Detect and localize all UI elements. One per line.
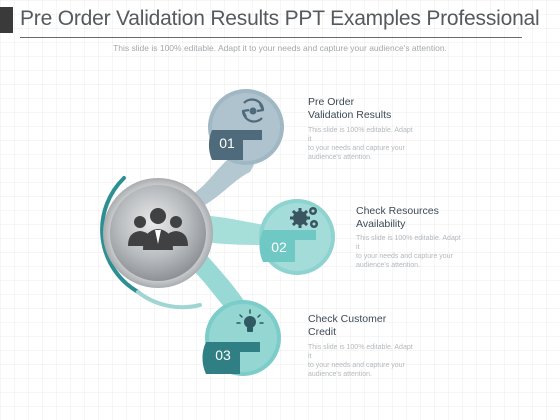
page-title: Pre Order Validation Results PPT Example… (20, 7, 540, 30)
hub-outer-arc (100, 176, 140, 294)
step-desc-3: This slide is 100% editable. Adapt it to… (308, 343, 418, 379)
page-subtitle: This slide is 100% editable. Adapt it to… (113, 43, 447, 53)
step-desc-1-line2: to your needs and capture your (308, 145, 405, 152)
title-accent-bar (0, 7, 13, 33)
step-circle-3 (202, 300, 281, 376)
step-label-1-line1: Pre Order (308, 96, 355, 108)
step-desc-2-line1: This slide is 100% editable. Adapt it (356, 235, 461, 251)
step-label-2: Check Resources Availability (356, 205, 506, 231)
people-group-icon (128, 208, 188, 250)
step-label-3-line1: Check Customer (308, 313, 387, 325)
step-label-1-line2: Validation Results (308, 109, 392, 121)
gears-icon (290, 207, 318, 228)
step-desc-3-line2: to your needs and capture your (308, 362, 405, 369)
hub-outer-arc-light (136, 290, 202, 310)
step-desc-2: This slide is 100% editable. Adapt it to… (356, 234, 466, 270)
step-desc-2-line2: to your needs and capture your (356, 253, 453, 260)
step-label-2-line2: Availability (356, 218, 406, 230)
title-divider (20, 37, 522, 38)
step-number-1: 01 (219, 135, 235, 151)
step-label-3-line2: Credit (308, 326, 337, 338)
step-desc-1-line1: This slide is 100% editable. Adapt it (308, 127, 413, 143)
step-number-2: 02 (271, 239, 287, 255)
step-desc-1-line3: audience's attention. (308, 154, 372, 161)
step-desc-3-line1: This slide is 100% editable. Adapt it (308, 344, 413, 360)
lightbulb-icon (236, 309, 264, 332)
refresh-gear-icon (241, 98, 265, 123)
step-label-2-line1: Check Resources (356, 205, 439, 217)
step-circle-2 (259, 199, 335, 275)
step-label-1: Pre Order Validation Results (308, 96, 458, 122)
step-desc-2-line3: audience's attention. (356, 262, 420, 269)
step-label-3: Check Customer Credit (308, 313, 458, 339)
step-desc-1: This slide is 100% editable. Adapt it to… (308, 126, 418, 162)
step-desc-3-line3: audience's attention. (308, 371, 372, 378)
step-number-3: 03 (215, 347, 231, 363)
